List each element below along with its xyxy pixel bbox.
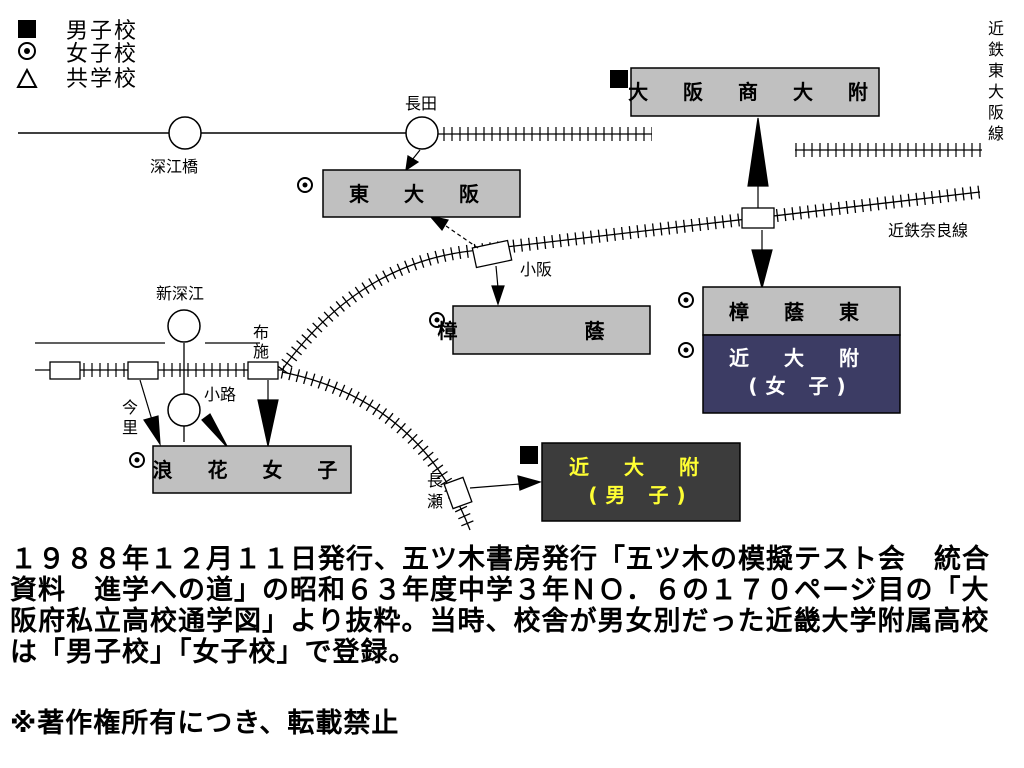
legend: 男子校 女子校 共学校 <box>16 19 138 92</box>
station-komichi-label: 小路 <box>204 385 236 404</box>
station-nagase-label-2: 瀬 <box>427 492 443 511</box>
station-kosaka-label: 小阪 <box>520 260 552 279</box>
school-kindai-girls-sub: (女 子) <box>748 374 853 398</box>
legend-girls-circle-icon <box>18 42 36 60</box>
kintetsu-nara-label: 近鉄奈良線 <box>888 221 968 240</box>
station-kosaka-marker <box>471 239 513 269</box>
kintetsu-nara-line <box>276 185 981 374</box>
svg-text:鉄: 鉄 <box>988 40 1004 59</box>
school-shoin-name: 樟 蔭 <box>438 319 665 343</box>
girls-school-circle-icon <box>297 177 313 193</box>
legend-boys-square-icon <box>18 20 36 38</box>
school-higashi-osaka-name: 東 大 阪 <box>349 182 493 206</box>
station-fukaebashi-marker <box>168 116 202 150</box>
legend-coed-triangle-icon <box>16 67 38 88</box>
school-shoin-higashi: 樟 蔭 東 <box>678 286 901 336</box>
station-imazato-marker <box>49 361 81 380</box>
station-imazato-label-2: 里 <box>122 418 138 437</box>
girls-school-circle-icon <box>429 312 445 328</box>
school-kindai-boys-sub: (男 子) <box>588 483 693 507</box>
boys-school-square-icon <box>520 446 538 464</box>
girls-school-circle-icon <box>678 342 694 358</box>
school-naniwa-joshi-name: 浪 花 女 子 <box>153 458 352 482</box>
svg-text:線: 線 <box>988 124 1004 143</box>
school-osaka-shodai: 大 阪 商 大 附 <box>610 67 882 117</box>
station-komichi-marker <box>167 393 201 427</box>
kintetsu-higashiosaka-line <box>436 127 982 157</box>
school-kindai-boys-name: 近 大 附 <box>569 455 713 479</box>
school-commute-map: 男子校 女子校 共学校 深江橋 長田 新深江 <box>16 19 1004 533</box>
station-fuse-label-1: 布 <box>253 323 269 342</box>
station-shinfukae-label: 新深江 <box>156 284 204 303</box>
station-imazato-marker-2 <box>127 361 159 380</box>
station-nagata-marker <box>405 116 439 150</box>
station-fukaebashi-label: 深江橋 <box>150 157 198 176</box>
legend-boys-label: 男子校 <box>66 19 138 44</box>
school-kindai-girls: 近 大 附 (女 子) <box>678 334 901 414</box>
station-fuse-marker <box>247 361 279 380</box>
school-osaka-shodai-name: 大 阪 商 大 附 <box>628 80 882 104</box>
school-kindai-girls-name: 近 大 附 <box>729 346 873 370</box>
svg-text:近: 近 <box>988 19 1004 38</box>
girls-school-circle-icon <box>678 292 694 308</box>
copyright-notice: ※著作権所有につき、転載禁止 <box>10 708 400 739</box>
station-nagata-label: 長田 <box>405 94 437 113</box>
svg-text:東: 東 <box>988 61 1004 80</box>
boys-school-square-icon <box>610 70 628 88</box>
station-hachiman-marker <box>741 207 775 229</box>
school-naniwa-joshi: 浪 花 女 子 <box>129 445 352 494</box>
school-shoin: 樟 蔭 <box>429 305 665 355</box>
station-fuse-label-2: 施 <box>253 342 269 361</box>
legend-girls-label: 女子校 <box>66 42 138 67</box>
kintetsu-higashiosaka-label: 近 鉄 東 大 阪 線 <box>988 19 1004 143</box>
source-note: １９８８年１２月１１日発行、五ツ木書房発行「五ツ木の模擬テスト会 統合資料 進学… <box>10 544 990 668</box>
school-higashi-osaka: 東 大 阪 <box>297 169 521 218</box>
school-shoin-higashi-name: 樟 蔭 東 <box>729 300 873 324</box>
legend-coed-label: 共学校 <box>66 67 138 92</box>
station-imazato-label-1: 今 <box>122 398 138 417</box>
svg-text:阪: 阪 <box>988 103 1004 122</box>
school-kindai-boys: 近 大 附 (男 子) <box>520 442 741 522</box>
route-arrows <box>139 117 773 491</box>
girls-school-circle-icon <box>129 452 145 468</box>
station-nagase-label-1: 長 <box>427 471 443 490</box>
station-nagase-marker <box>443 476 473 510</box>
svg-text:大: 大 <box>988 82 1004 101</box>
station-shinfukae-marker <box>167 309 201 343</box>
